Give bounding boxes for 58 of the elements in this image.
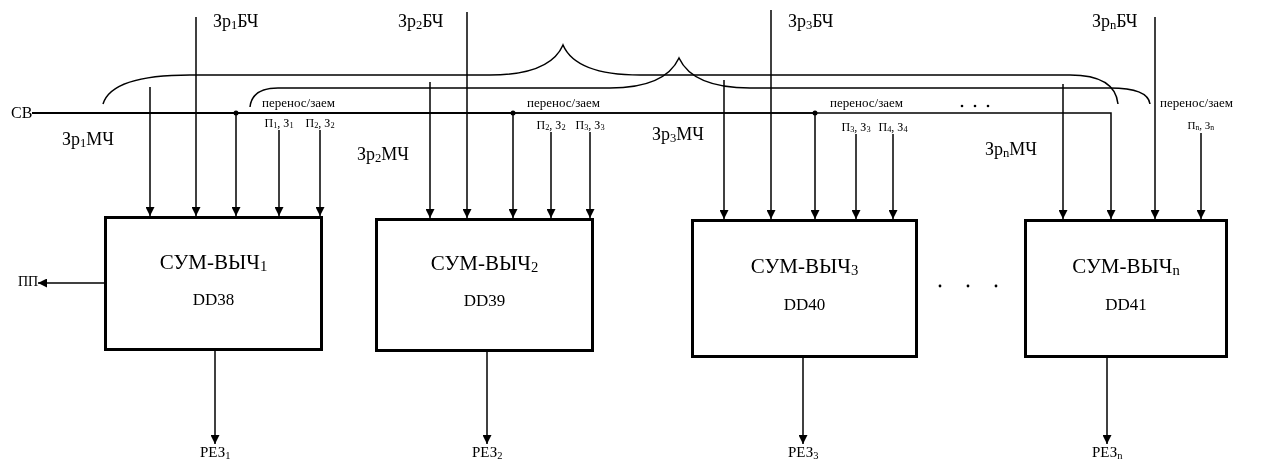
signal-label: П$_{1}$, З$_{1}$ (264, 117, 294, 131)
signal-label: П$_{2}$, З$_{2}$ (305, 117, 335, 131)
signal-label: П$_{3}$, З$_{3}$ (841, 121, 871, 135)
block-title: СУМ-ВЫЧ$_{n}$ (1072, 253, 1180, 280)
arrow (482, 351, 492, 445)
bus-label: СВ (11, 104, 33, 122)
bus-label: перенос/заем (830, 96, 904, 111)
arrow (425, 81, 435, 219)
arrow (191, 16, 201, 217)
block-title: СУМ-ВЫЧ$_{2}$ (430, 251, 539, 277)
arrow (719, 79, 729, 220)
output-label: РЕЗ$_{n}$ (1092, 444, 1123, 462)
arrow (546, 131, 556, 219)
bus-label: перенос/заем (1160, 96, 1234, 111)
arrow (315, 129, 325, 217)
output-label: РЕЗ$_{2}$ (472, 444, 503, 462)
block-box (1024, 219, 1228, 358)
arrow (798, 357, 808, 445)
block-designator: DD41 (1105, 295, 1147, 316)
arrow (37, 278, 105, 288)
arrow (274, 129, 284, 217)
output-label: РЕЗ$_{3}$ (788, 444, 819, 462)
signal-label: П$_{2}$, З$_{2}$ (536, 119, 566, 133)
arrow (210, 350, 220, 445)
arrow (851, 133, 861, 220)
signal-label: П$_{n}$, З$_{n}$ (1187, 119, 1215, 133)
signal-label: Зр$_{2}$БЧ (398, 12, 444, 33)
bus-label: перенос/заем (262, 96, 336, 111)
arrow (766, 9, 776, 220)
output-label: ПП (18, 274, 39, 290)
bus-label: перенос/заем (527, 96, 601, 111)
signal-label: Зр$_{2}$МЧ (357, 145, 410, 166)
arrow (585, 131, 595, 219)
arrow (462, 11, 472, 219)
block-designator: DD39 (463, 290, 506, 311)
block-box (691, 219, 918, 358)
signal-label: П$_{4}$, З$_{4}$ (878, 121, 908, 135)
signal-label: П$_{3}$, З$_{3}$ (575, 119, 605, 133)
block-designator: DD38 (192, 289, 235, 310)
output-label: РЕЗ$_{1}$ (200, 444, 231, 462)
block-box (104, 216, 323, 351)
signal-label: Зр$_{n}$МЧ (985, 140, 1038, 161)
signal-label: Зр$_{n}$БЧ (1092, 12, 1138, 33)
arrow (31, 112, 1116, 220)
arrow (1102, 357, 1112, 445)
arrow (1058, 83, 1068, 220)
block-title: СУМ-ВЫЧ$_{3}$ (750, 253, 859, 280)
arrow (888, 133, 898, 220)
block-title: СУМ-ВЫЧ$_{1}$ (159, 249, 268, 275)
arrow (1150, 16, 1160, 220)
signal-label: Зр$_{1}$БЧ (213, 12, 259, 33)
signal-label: Зр$_{3}$БЧ (788, 12, 834, 33)
signal-label: Зр$_{1}$МЧ (62, 130, 115, 151)
block-box (375, 218, 594, 352)
block-designator: DD40 (783, 295, 826, 316)
arrow (145, 86, 155, 217)
signal-label: Зр$_{3}$МЧ (652, 125, 705, 146)
arrow (1196, 132, 1206, 220)
